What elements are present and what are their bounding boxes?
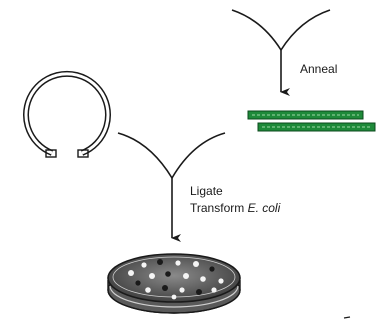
scan-mark xyxy=(344,317,350,318)
petri-dish-colonies-icon xyxy=(108,254,240,313)
ligate-step-label: Ligate xyxy=(190,184,223,199)
linearized-plasmid-icon xyxy=(26,74,108,157)
anneal-step-label: Anneal xyxy=(300,62,337,77)
anneal-merge-arrow xyxy=(232,10,330,92)
annealed-oligo-duplex-icon xyxy=(248,111,375,131)
transform-step-label: Transform E. coli xyxy=(190,201,280,216)
transform-step-organism: E. coli xyxy=(248,201,281,215)
transform-step-verb: Transform xyxy=(190,201,248,215)
